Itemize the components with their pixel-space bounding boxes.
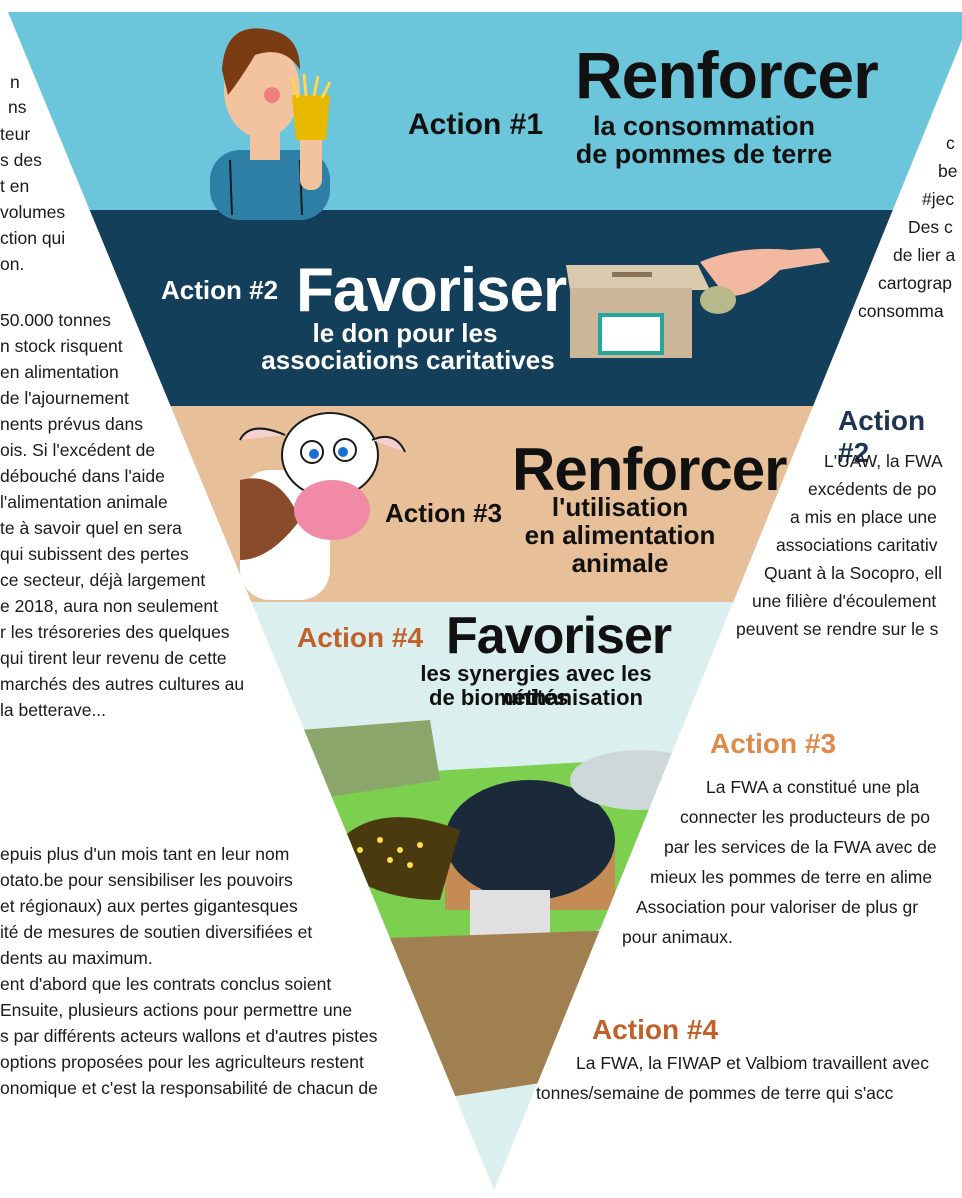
right-line: une filière d'écoulement: [752, 591, 937, 611]
left-line: n: [10, 72, 20, 92]
left-line: et régionaux) aux pertes gigantesques: [0, 896, 298, 916]
left-line: 50.000 tonnes: [0, 310, 111, 330]
action-2-sub2: associations caritatives: [261, 345, 555, 375]
action-2-title: Favoriser: [296, 256, 567, 325]
right-line: La FWA, la FIWAP et Valbiom travaillent …: [576, 1053, 930, 1073]
right-line: peuvent se rendre sur le s: [736, 619, 939, 639]
right-line: Des c: [908, 217, 953, 237]
right-line: de lier a: [893, 245, 956, 265]
right-line: #jec: [922, 189, 955, 209]
action-4-label: Action #4: [297, 622, 424, 653]
right-action-4-heading: Action #4: [592, 1014, 719, 1045]
right-line: excédents de po: [808, 479, 937, 499]
right-line: connecter les producteurs de po: [680, 807, 931, 827]
left-line: ent d'abord que les contrats conclus soi…: [0, 974, 332, 994]
band-1: [8, 12, 962, 210]
left-line: r les trésoreries des quelques: [0, 622, 230, 642]
right-line: tonnes/semaine de pommes de terre qui s'…: [536, 1083, 894, 1103]
right-line: par les services de la FWA avec de: [664, 837, 937, 857]
left-line: epuis plus d'un mois tant en leur nom: [0, 844, 290, 864]
action-4-title: Favoriser: [446, 607, 672, 665]
right-action-3-heading: Action #3: [710, 728, 837, 759]
left-line: ois. Si l'excédent de: [0, 440, 156, 460]
left-line: s des: [0, 150, 42, 170]
right-line: associations caritativ: [776, 535, 938, 555]
action-3-sub3: animale: [571, 548, 669, 578]
right-action-2-heading: Action #2: [838, 405, 926, 468]
left-line: on.: [0, 254, 25, 274]
cow-illustration: [239, 412, 406, 600]
action-2-sub1: le don pour les: [312, 318, 498, 348]
donation-box-illustration: [566, 248, 830, 358]
left-line: l'alimentation animale: [0, 492, 168, 512]
left-line: dents au maximum.: [0, 948, 153, 968]
right-line: L'UAW, la FWA: [824, 451, 943, 471]
left-line: la betterave...: [0, 700, 107, 720]
left-line: n stock risquent: [0, 336, 123, 356]
action-3-sub1: l'utilisation: [551, 492, 689, 522]
right-line: be: [938, 161, 958, 181]
left-line: options proposées pour les agriculteurs …: [0, 1052, 364, 1072]
left-line: e 2018, aura non seulement: [0, 596, 218, 616]
left-line: ce secteur, déjà largement: [0, 570, 206, 590]
left-line: te à savoir quel en sera: [0, 518, 182, 538]
left-line: t en: [0, 176, 30, 196]
left-line: Ensuite, plusieurs actions pour permettr…: [0, 1000, 353, 1020]
left-line: volumes: [0, 202, 66, 222]
action-3-sub2: en alimentation: [524, 520, 716, 550]
left-line: nents prévus dans: [0, 414, 144, 434]
action-1-sub1: la consommation: [592, 111, 816, 141]
right-line: consomma: [858, 301, 944, 321]
left-line: qui tirent leur revenu de cette: [0, 648, 227, 668]
action-1-label: Action #1: [408, 108, 544, 141]
action-3-label: Action #3: [385, 498, 503, 528]
right-line: a mis en place une: [790, 507, 937, 527]
action-4-sub2: de biométhanisation: [429, 685, 643, 710]
left-line: ité de mesures de soutien diversifiées e…: [0, 922, 313, 942]
action-2-label: Action #2: [161, 275, 279, 305]
right-line: mieux les pommes de terre en alime: [650, 867, 933, 887]
action-1-title: Renforcer: [575, 38, 879, 112]
left-line: de l'ajournement: [0, 388, 129, 408]
right-line: Quant à la Socopro, ell: [764, 563, 943, 583]
left-line: ction qui: [0, 228, 66, 248]
action-4-sub1: les synergies avec les unités: [420, 661, 652, 710]
right-line: cartograp: [878, 273, 952, 293]
band-2: [8, 210, 962, 406]
left-line: otato.be pour sensibiliser les pouvoirs: [0, 870, 293, 890]
right-line: pour animaux.: [622, 927, 733, 947]
left-line: teur: [0, 124, 31, 144]
right-line: c: [946, 133, 955, 153]
right-line: Association pour valoriser de plus gr: [636, 897, 919, 917]
left-line: qui subissent des pertes: [0, 544, 189, 564]
action-3-title: Renforcer: [512, 436, 787, 503]
left-line: en alimentation: [0, 362, 119, 382]
left-line: marchés des autres cultures au: [0, 674, 245, 694]
right-line: La FWA a constitué une pla: [706, 777, 920, 797]
action-1-sub2: de pommes de terre: [575, 139, 833, 169]
left-line: ns: [8, 97, 27, 117]
left-line: s par différents acteurs wallons et d'au…: [0, 1026, 378, 1046]
person-eating-fries-illustration: [210, 28, 332, 220]
left-line: débouché dans l'aide: [0, 466, 165, 486]
left-line: onomique et c'est la responsabilité de c…: [0, 1078, 378, 1098]
